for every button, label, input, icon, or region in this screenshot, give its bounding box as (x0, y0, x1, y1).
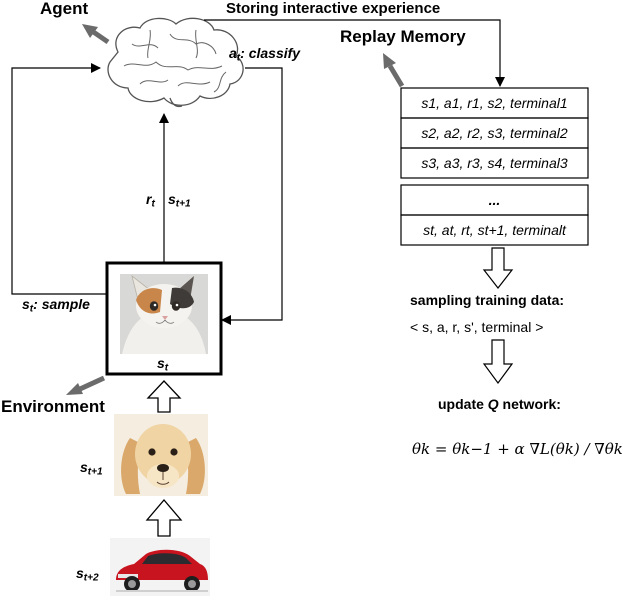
next-state-label: st+1 (168, 191, 191, 210)
current-state-caption: st (157, 355, 169, 374)
cat-photo (120, 274, 208, 354)
memory-row: s3, a3, r3, s4, terminal3 (421, 155, 568, 171)
sampling-tuple: < s, a, r, s', terminal > (410, 319, 544, 335)
state-sample-connector (11, 63, 108, 295)
diagram-canvas (11, 17, 589, 596)
memory-row: s1, a1, r1, s2, terminal1 (421, 95, 568, 111)
brain-icon (107, 17, 244, 108)
state-sample-label: st: sample (22, 296, 90, 315)
memory-row: st, at, rt, st+1, terminalt (423, 222, 566, 238)
sampling-to-update-arrow (482, 339, 514, 385)
storing-experience-label: Storing interactive experience (226, 0, 441, 17)
reward-label: rt (146, 191, 155, 210)
puppy-to-current-arrow (146, 380, 182, 413)
environment-label: Environment (1, 397, 105, 416)
action-connector (221, 67, 283, 325)
replay-memory-pointer-arrow (383, 53, 405, 88)
agent-label: Agent (40, 0, 89, 18)
update-title: update Q network: (438, 396, 561, 412)
queue-next-label: st+1 (80, 459, 103, 478)
replay-memory-label: Replay Memory (340, 27, 466, 46)
memory-row: s2, a2, r2, s3, terminal2 (421, 125, 568, 141)
update-formula: θk = θk−1 + α ∇L(θk) / ∇θk (412, 440, 623, 458)
memory-row-ellipsis: ... (488, 192, 501, 208)
environment-pointer-arrow (66, 375, 106, 395)
replay-memory-table (400, 87, 589, 246)
queue-after-next-label: st+2 (76, 565, 99, 584)
action-label: at: classify (229, 45, 301, 64)
memory-to-sampling-arrow (482, 247, 514, 289)
puppy-photo (114, 414, 208, 496)
sampling-title: sampling training data: (410, 292, 565, 308)
car-photo (110, 538, 210, 596)
storing-experience-connector (204, 19, 505, 87)
agent-pointer-arrow (82, 24, 110, 45)
car-to-puppy-arrow (145, 498, 183, 537)
